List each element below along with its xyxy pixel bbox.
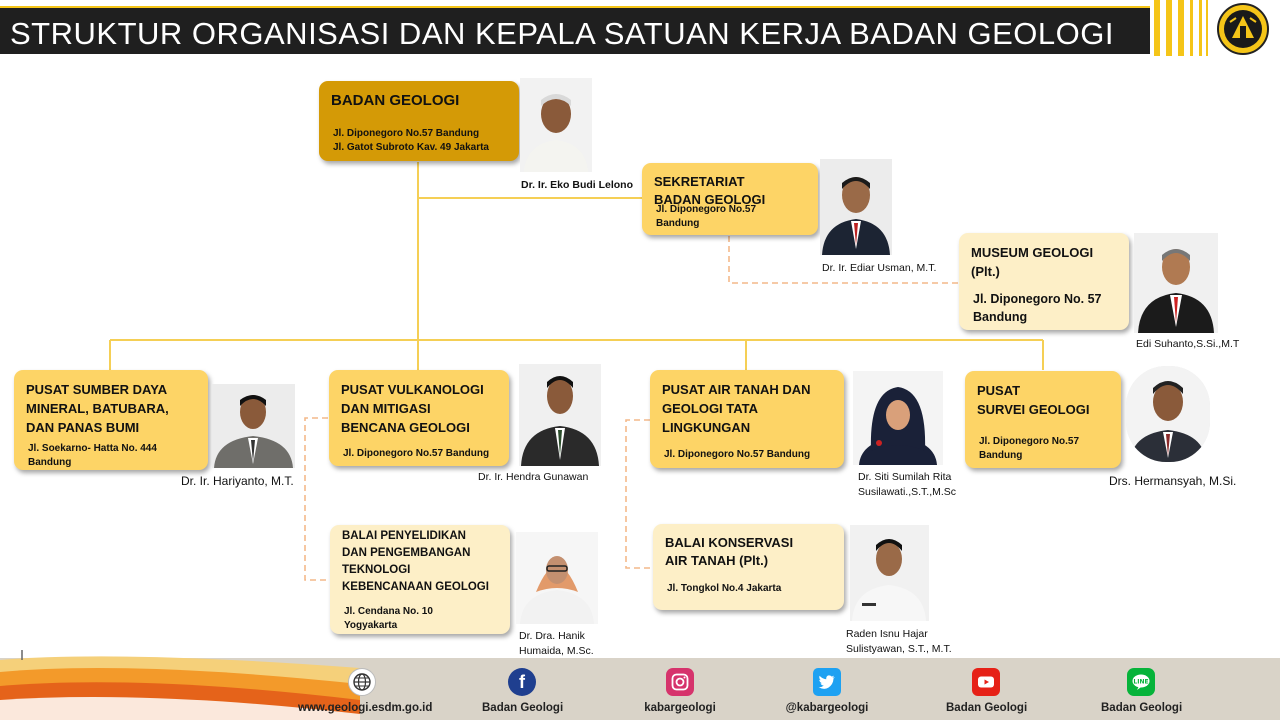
box-address: Jl. Diponegoro No.57 Bandung bbox=[343, 448, 490, 459]
box-title: PUSAT VULKANOLOGI DAN MITIGASI BENCANA G… bbox=[341, 382, 484, 435]
head-name-sekretariat: Dr. Ir. Ediar Usman, M.T. bbox=[822, 262, 937, 274]
box-title: BADAN GEOLOGI bbox=[331, 92, 460, 109]
footer-label: Badan Geologi bbox=[482, 702, 564, 714]
org-box-bpptkg: BALAI PENYELIDIKAN DAN PENGEMBANGAN TEKN… bbox=[330, 525, 510, 634]
org-box-museum-geologi: MUSEUM GEOLOGI (Plt.) Jl. Diponegoro No.… bbox=[959, 233, 1129, 330]
head-photo-patgtl bbox=[853, 371, 943, 465]
svg-text:LINE: LINE bbox=[1133, 679, 1148, 686]
twitter-icon bbox=[813, 668, 841, 696]
footer-link-instagram[interactable]: kabargeologi bbox=[640, 668, 720, 714]
box-address: Jl. Diponegoro No.57 Bandung bbox=[979, 436, 1080, 461]
box-address: Jl. Soekarno- Hatta No. 444 Bandung bbox=[28, 443, 157, 468]
head-name-badan-geologi: Dr. Ir. Eko Budi Lelono bbox=[521, 179, 634, 191]
head-name-pvmbg: Dr. Ir. Hendra Gunawan bbox=[478, 471, 589, 483]
org-box-badan-geologi: BADAN GEOLOGI Jl. Diponegoro No.57 Bandu… bbox=[319, 81, 519, 161]
head-photo-psdmbp bbox=[212, 384, 295, 468]
org-box-psdmbp: PUSAT SUMBER DAYA MINERAL, BATUBARA, DAN… bbox=[14, 370, 208, 470]
head-name-psdmbp: Dr. Ir. Hariyanto, M.T. bbox=[181, 474, 294, 488]
title-bar: STRUKTUR ORGANISASI DAN KEPALA SATUAN KE… bbox=[0, 6, 1150, 54]
footer-link-facebook[interactable]: f Badan Geologi bbox=[482, 668, 564, 714]
decorative-stripes bbox=[1152, 0, 1210, 56]
footer-label: @kabargeologi bbox=[785, 702, 869, 714]
org-box-patgtl: PUSAT AIR TANAH DAN GEOLOGI TATA LINGKUN… bbox=[650, 370, 844, 468]
instagram-icon bbox=[666, 668, 694, 696]
head-photo-museum-geologi bbox=[1134, 233, 1218, 333]
box-address: Jl. Diponegoro No.57 Bandung bbox=[664, 449, 811, 460]
esdm-logo-icon bbox=[1214, 2, 1272, 56]
box-title: PUSAT AIR TANAH DAN GEOLOGI TATA LINGKUN… bbox=[662, 382, 811, 435]
footer-link-website[interactable]: www.geologi.esdm.go.id bbox=[298, 668, 433, 714]
footer-label: Badan Geologi bbox=[946, 702, 1028, 714]
header: STRUKTUR ORGANISASI DAN KEPALA SATUAN KE… bbox=[0, 0, 1280, 58]
head-name-museum-geologi: Edi Suhanto,S.Si.,M.T bbox=[1136, 338, 1240, 350]
box-address: Jl. Diponegoro No.57 Bandung bbox=[656, 204, 757, 229]
box-address: Jl. Diponegoro No.57 Bandung Jl. Gatot S… bbox=[333, 128, 489, 153]
box-title: PUSAT SURVEI GEOLOGI bbox=[977, 383, 1090, 417]
box-title: BALAI KONSERVASI AIR TANAH (Plt.) bbox=[665, 535, 794, 568]
footer-link-youtube[interactable]: Badan Geologi bbox=[946, 668, 1028, 714]
facebook-icon: f bbox=[508, 668, 536, 696]
head-photo-badan-geologi bbox=[520, 78, 592, 172]
head-name-psg: Drs. Hermansyah, M.Si. bbox=[1109, 474, 1237, 488]
head-photo-bkat bbox=[850, 525, 929, 621]
line-icon: LINE bbox=[1127, 668, 1155, 696]
box-address: Jl. Diponegoro No. 57 Bandung bbox=[973, 292, 1102, 324]
footer-label: Badan Geologi bbox=[1101, 702, 1183, 714]
org-box-pvmbg: PUSAT VULKANOLOGI DAN MITIGASI BENCANA G… bbox=[329, 370, 509, 466]
head-photo-sekretariat bbox=[820, 159, 892, 255]
box-title: PUSAT SUMBER DAYA MINERAL, BATUBARA, DAN… bbox=[26, 382, 169, 435]
box-title: MUSEUM GEOLOGI (Plt.) bbox=[971, 245, 1094, 279]
head-photo-pvmbg bbox=[519, 364, 601, 466]
box-address: Jl. Tongkol No.4 Jakarta bbox=[667, 583, 782, 594]
footer-label: www.geologi.esdm.go.id bbox=[298, 702, 433, 714]
org-box-sekretariat: SEKRETARIAT BADAN GEOLOGI Jl. Diponegoro… bbox=[642, 163, 818, 235]
head-photo-bpptkg bbox=[516, 532, 598, 624]
page-title: STRUKTUR ORGANISASI DAN KEPALA SATUAN KE… bbox=[10, 16, 1114, 51]
box-address: Jl. Cendana No. 10 Yogyakarta bbox=[344, 606, 433, 631]
footer-label: kabargeologi bbox=[644, 702, 716, 714]
footer-link-twitter[interactable]: @kabargeologi bbox=[784, 668, 870, 714]
head-name-patgtl: Dr. Siti Sumilah Rita Susilawati.,S.T.,M… bbox=[858, 471, 957, 498]
box-title: SEKRETARIAT BADAN GEOLOGI bbox=[654, 174, 766, 207]
org-box-psg: PUSAT SURVEI GEOLOGI Jl. Diponegoro No.5… bbox=[965, 371, 1121, 468]
globe-icon bbox=[348, 668, 376, 696]
youtube-icon bbox=[972, 668, 1000, 696]
footer-wave-decoration bbox=[0, 650, 360, 720]
head-name-bpptkg: Dr. Dra. Hanik Humaida, M.Sc. bbox=[519, 630, 594, 657]
org-box-bkat: BALAI KONSERVASI AIR TANAH (Plt.) Jl. To… bbox=[653, 524, 844, 610]
head-photo-psg bbox=[1126, 366, 1210, 462]
head-name-bkat: Raden Isnu Hajar Sulistyawan, S.T., M.T. bbox=[846, 628, 952, 655]
box-title: BALAI PENYELIDIKAN DAN PENGEMBANGAN TEKN… bbox=[342, 530, 489, 593]
footer-link-line[interactable]: LINE Badan Geologi bbox=[1101, 668, 1183, 714]
